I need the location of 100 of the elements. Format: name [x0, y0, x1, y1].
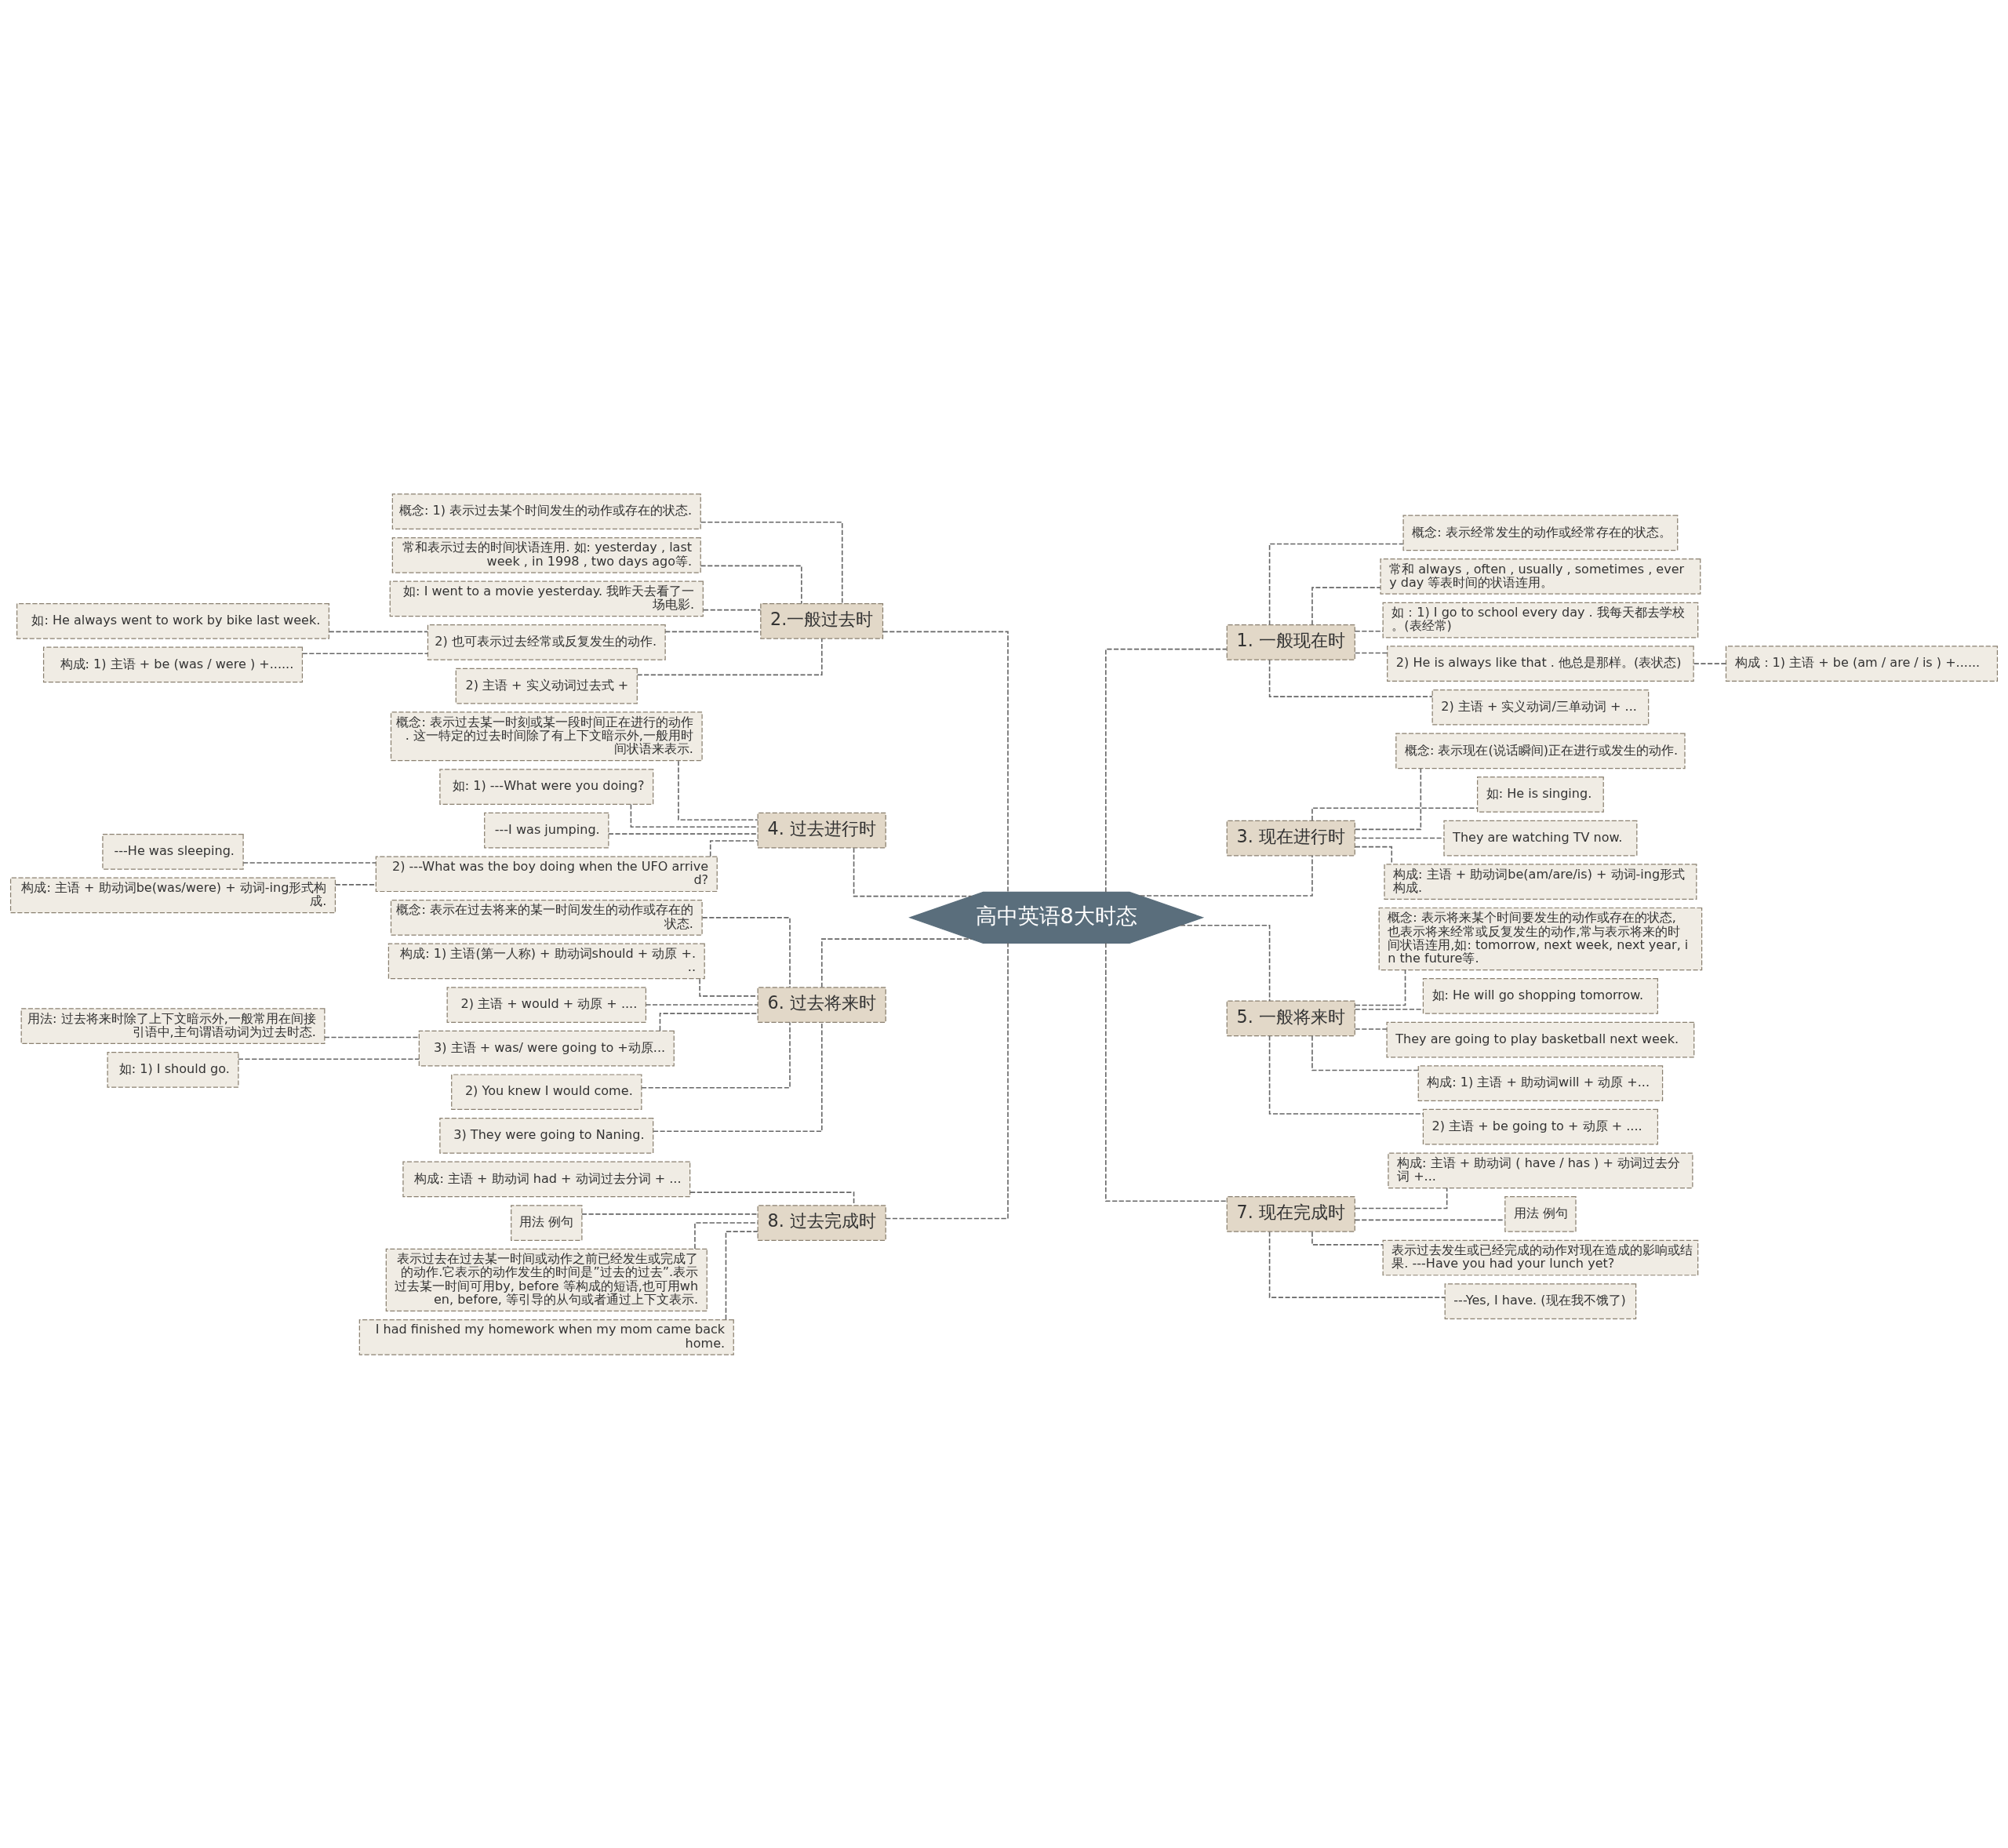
node-box: 常和表示过去的时间状语连用. 如: yesterday , last week , in 1998 , two days ago等. [391, 537, 701, 573]
node-box: I had finished my homework when my mom came back home. [358, 1319, 734, 1355]
node-box: 1. 一般现在时 [1226, 624, 1355, 660]
connector [1354, 1028, 1388, 1030]
node-box: 如: I went to a movie yesterday. 我昨天去看了一场电影. [389, 580, 704, 617]
node-box: 用法 例句 [511, 1204, 583, 1241]
node-box: ---Yes, I have. (现在我不饿了) [1444, 1282, 1637, 1319]
connector [1354, 630, 1384, 632]
connector [1268, 543, 1404, 625]
connector [882, 631, 1009, 893]
node-box: 2.一般过去时 [760, 602, 884, 639]
connector [703, 609, 762, 610]
node-box: 2) 主语 + be going to + 动原 + .... [1422, 1108, 1658, 1145]
connector [1354, 1219, 1506, 1220]
node-box: 如：1) I go to school every day . 我每天都去学校。(表经常) [1382, 602, 1699, 638]
connector [1354, 969, 1406, 1006]
connector [709, 839, 758, 857]
connector [689, 1191, 855, 1206]
node-box: 如: 1) ---What were you doing? [439, 768, 654, 805]
node-box: 用法 例句 [1504, 1195, 1577, 1232]
node-box: 构成: 1) 主语 + 助动词will + 动原 +... [1417, 1064, 1664, 1101]
node-box: 构成: 主语 + 助动词be(am/are/is) + 动词-ing形式构成. [1384, 863, 1697, 900]
connector [1354, 652, 1388, 653]
connector [301, 652, 429, 654]
node-box: 6. 过去将来时 [757, 986, 886, 1023]
node-box: 构成: 1) 主语 + be (was / were ) +...... [42, 646, 304, 682]
connector [1354, 767, 1422, 830]
node-box: 如: He will go shopping tomorrow. [1422, 977, 1658, 1014]
connector [324, 1036, 420, 1038]
node-box: 8. 过去完成时 [757, 1204, 886, 1241]
connector [1268, 1231, 1446, 1298]
node-box: 如: 1) I should go. [107, 1051, 239, 1088]
node-box: 2) 主语 + 实义动词/三单动词 + ... [1431, 689, 1650, 726]
connector [1693, 662, 1727, 664]
node-box: 3. 现在进行时 [1226, 820, 1355, 856]
node-box: 表示过去在过去某一时间或动作之前已经发生或完成了的动作.它表示的动作发生的时间是”过去的过去”.表示过去某一时间可用by, before 等构成的短语,也可用when, before, 等引导的从句或者通过上下文表示. [385, 1248, 708, 1311]
connector [641, 1021, 791, 1088]
connector [821, 937, 973, 988]
node-box: ---I was jumping. [484, 812, 609, 848]
node-box: 2) 主语 + 实义动词过去式 + [455, 668, 638, 704]
node-box: 构成: 主语 + 助动词 ( have / has ) + 动词过去分词 +... [1388, 1151, 1693, 1188]
node-box: ---He was sleeping. [102, 833, 244, 870]
connector [334, 883, 376, 886]
connector [1268, 658, 1433, 697]
connector [700, 565, 802, 604]
connector [630, 803, 758, 828]
connector [645, 1003, 758, 1006]
connector [1354, 837, 1445, 839]
connector [1311, 1035, 1419, 1071]
node-box: 概念: 表示现在(说话瞬间)正在进行或发生的动作. [1395, 733, 1686, 769]
node-box: 2) 主语 + would + 动原 + .... [446, 986, 647, 1023]
node-box: 构成: 1) 主语(第一人称) + 助动词should + 动原 +... [387, 943, 705, 979]
node-box: 概念: 表示将来某个时间要发生的动作或存在的状态,也表示将来经常或反复发生的动作,常与表示将来的时间状语连用,如: tomorrow, next week, next year, in the future等. [1378, 907, 1703, 970]
node-box: 2) ---What was the boy doing when the UFO arrived? [375, 855, 718, 892]
connector [678, 759, 758, 820]
connector [608, 832, 758, 835]
node-box: They are going to play basketball next week. [1386, 1021, 1695, 1057]
connector [1311, 586, 1381, 625]
node-box: 概念: 表示过去某一时刻或某一段时间正在进行的动作. 这一特定的过去时间除了有上下文暗示外,一般用时间状语来表示. [390, 711, 703, 761]
connector [581, 1213, 758, 1215]
node-box: 构成: 主语 + 助动词 had + 动词过去分词 + ... [402, 1161, 691, 1197]
connector [1139, 854, 1313, 897]
node-box: 3) They were going to Naning. [439, 1117, 654, 1154]
connector [1268, 1035, 1424, 1115]
node-box: 3) 主语 + was/ were going to +动原... [418, 1030, 675, 1066]
node-box: 如: He always went to work by bike last week. [16, 602, 330, 639]
connector [1355, 1187, 1448, 1209]
node-box: 概念: 表示经常发生的动作或经常存在的状态。 [1402, 515, 1679, 551]
connector [1180, 924, 1271, 1002]
connector [885, 941, 1009, 1219]
connector [664, 631, 762, 632]
node-box: 概念: 1) 表示过去某个时间发生的动作或存在的状态. [391, 493, 701, 529]
connector [853, 846, 973, 897]
node-box: 常和 always , often , usually , sometimes , every day 等表时间的状语连用。 [1380, 558, 1701, 595]
node-box: 概念: 表示在过去将来的某一时间发生的动作或存在的状态. [390, 899, 703, 936]
node-box: 7. 现在完成时 [1226, 1195, 1355, 1232]
node-box: 构成: 主语 + 助动词be(was/were) + 动词-ing形式构成. [9, 877, 336, 913]
node-box: 表示过去发生或已经完成的动作对现在造成的影响或结果. ---Have you had your lunch yet? [1382, 1239, 1699, 1275]
connector [653, 1021, 823, 1132]
node-box: 2) You knew I would come. [451, 1073, 642, 1110]
connector [725, 1230, 758, 1320]
connector [701, 916, 791, 988]
connector [1311, 1231, 1384, 1246]
connector [1311, 806, 1479, 821]
connector [328, 631, 428, 632]
connector [694, 1221, 758, 1250]
connector [238, 1057, 420, 1060]
node-box: 5. 一般将来时 [1226, 1000, 1355, 1036]
node-box: 4. 过去进行时 [757, 812, 886, 848]
connector [1354, 846, 1393, 864]
connector [659, 1012, 758, 1031]
node-box: 如: He is singing. [1477, 776, 1604, 813]
connector [1105, 941, 1228, 1202]
node-box: 构成：1) 主语 + be (am / are / is ) +...... [1725, 645, 1999, 682]
node-box: 用法: 过去将来时除了上下文暗示外,一般常用在间接引语中,主句谓语动词为过去时态. [20, 1007, 326, 1044]
connector [1105, 648, 1228, 893]
connector [636, 637, 823, 675]
connector [700, 521, 843, 604]
connector [242, 861, 376, 864]
node-box: 2) 也可表示过去经常或反复发生的动作. [427, 624, 666, 660]
